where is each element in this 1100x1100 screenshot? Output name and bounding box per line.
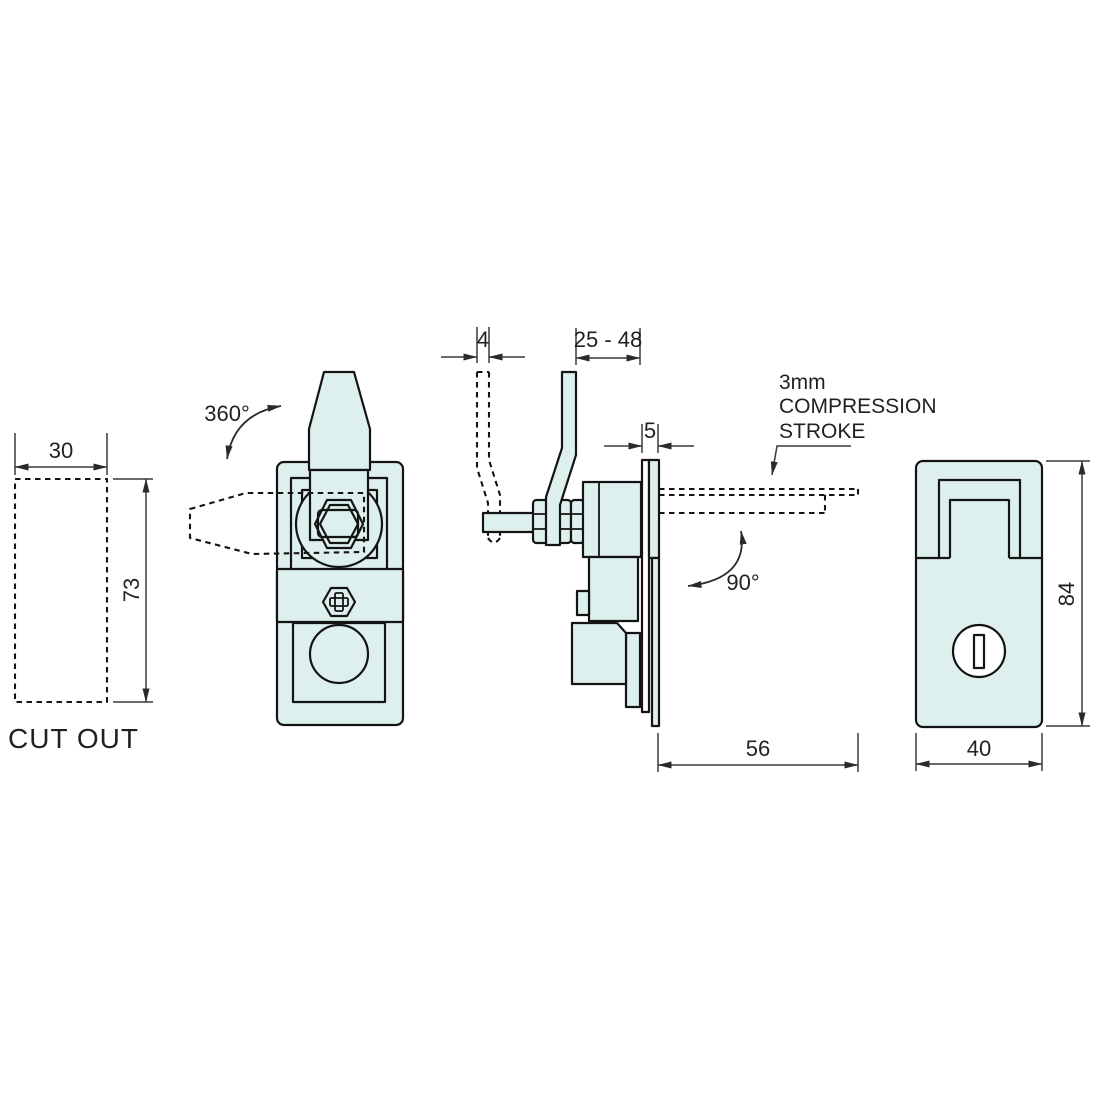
cutout-caption: CUT OUT xyxy=(8,723,139,754)
compression-note-line3: STROKE xyxy=(779,420,865,443)
back-hook-groove xyxy=(916,478,1042,560)
back-body xyxy=(914,459,1044,729)
side-depth-dimension: 56 xyxy=(657,733,859,772)
back-height-dimension: 84 xyxy=(1046,460,1090,727)
compression-note-leader-arrow-icon xyxy=(770,445,851,476)
side-body-blocks xyxy=(570,480,643,709)
front-rotation-label: 360° xyxy=(204,401,250,426)
side-grip-range-dimension: 25 - 48 xyxy=(574,327,643,365)
side-view: 4 25 - 48 5 56 90° xyxy=(441,327,937,772)
side-pawl-thickness-label: 4 xyxy=(477,327,489,352)
cutout-view: 30 73 CUT OUT xyxy=(8,433,153,754)
side-panel-thickness-dimension: 5 xyxy=(604,418,694,453)
side-pawl-swing-annotation: 90° xyxy=(687,530,760,595)
front-hex-nut-outer xyxy=(313,498,365,550)
front-screw-hex xyxy=(321,586,357,618)
cutout-height-dimension: 73 xyxy=(113,478,153,703)
side-depth-label: 56 xyxy=(746,736,770,761)
front-lower-recess xyxy=(291,621,387,704)
front-handle-knob xyxy=(307,370,372,472)
side-panel-thickness-label: 5 xyxy=(644,418,656,443)
cutout-width-dimension: 30 xyxy=(14,433,108,475)
front-view: 360° xyxy=(188,370,405,727)
back-view: 84 40 xyxy=(914,459,1090,771)
side-pawl-swing-label: 90° xyxy=(726,570,759,595)
side-pawl-dashed-positions xyxy=(659,487,860,515)
front-pawl-dashed-outline xyxy=(188,491,366,556)
back-width-label: 40 xyxy=(967,736,991,761)
side-flange xyxy=(640,458,661,728)
compression-stroke-note: 3mm COMPRESSION STROKE xyxy=(770,371,937,476)
compression-note-line1: 3mm xyxy=(779,371,826,394)
side-pawl-thickness-dimension: 4 xyxy=(441,327,525,363)
rotation-arc-arrow-icon xyxy=(225,404,282,460)
cutout-dashed-rect xyxy=(13,477,109,704)
back-key-slot xyxy=(972,633,986,670)
front-rotation-annotation: 360° xyxy=(204,401,282,460)
back-width-dimension: 40 xyxy=(915,733,1043,771)
front-hex-socket-slot xyxy=(316,508,360,539)
side-grip-range-label: 25 - 48 xyxy=(574,327,643,352)
phillips-screw-icon xyxy=(329,592,349,612)
side-threaded-shaft xyxy=(481,511,537,534)
side-lever-solid xyxy=(544,370,578,547)
cutout-width-label: 30 xyxy=(49,438,73,463)
pawl-swing-arc-arrow-icon xyxy=(687,530,747,588)
compression-note-line2: COMPRESSION xyxy=(779,395,937,418)
front-lower-circle xyxy=(308,623,370,685)
cutout-height-label: 73 xyxy=(119,578,144,602)
back-height-label: 84 xyxy=(1054,582,1079,606)
